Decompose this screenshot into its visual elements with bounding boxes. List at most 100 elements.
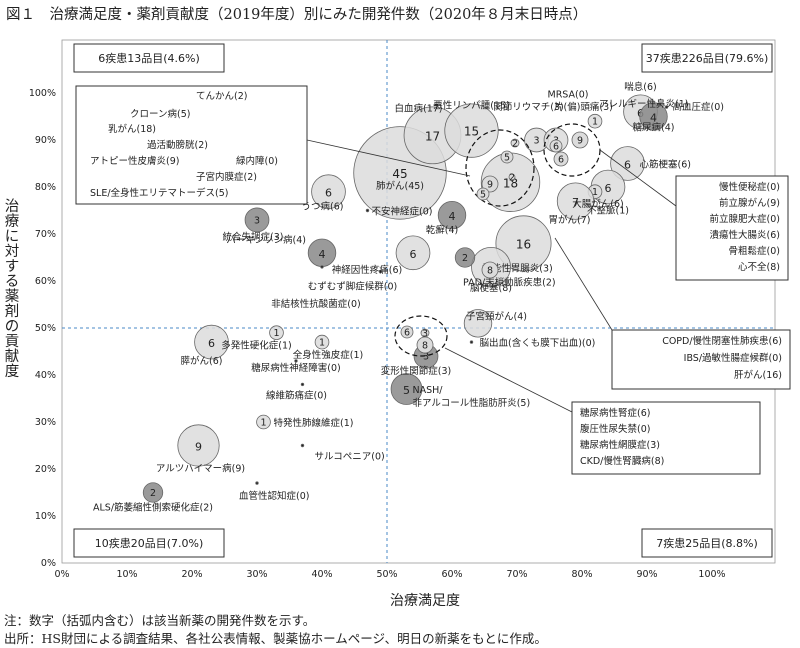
data-point-value: 3	[254, 215, 260, 226]
data-point-value: 4	[319, 248, 326, 261]
cluster-point	[553, 151, 569, 167]
data-point-value: 15	[464, 125, 479, 139]
data-point	[244, 207, 270, 233]
point-label: 不安神経症(0)	[372, 206, 433, 218]
point-label: 大腸がん(6)	[572, 198, 623, 210]
x-tick-label: 60%	[441, 569, 462, 580]
callout-box-diabetes	[571, 401, 761, 475]
data-point-value: 17	[425, 129, 440, 143]
cluster-point-value: 5	[504, 153, 510, 164]
callout-box-top-left	[75, 85, 308, 205]
callout-item: COPD/慢性閉塞性肺疾患(6)	[662, 335, 782, 347]
data-point	[255, 481, 259, 485]
point-label: 子宮頸がん(4)	[466, 310, 527, 322]
quadrant-label-bottom-right: 7疾患25品目(8.8%)	[656, 536, 758, 550]
callout-item: 前立腺肥大症(0)	[710, 213, 780, 225]
cluster-point	[510, 138, 520, 148]
point-label: 糖尿病性神経障害(0)	[251, 362, 340, 374]
point-label: 統合失調症(3)	[223, 231, 284, 243]
callout-item: 緑内障(0)	[236, 155, 278, 167]
callout-item: 乳がん(18)	[108, 123, 156, 135]
cluster-point	[481, 175, 499, 193]
point-label: NASH/	[413, 385, 444, 396]
chart-title: 図１ 治療満足度・薬剤貢献度（2019年度）別にみた開発件数（2020年８月末日…	[6, 7, 588, 23]
x-axis-label: 治療満足度	[390, 593, 460, 609]
callout-item: 子宮内膜症(2)	[196, 171, 257, 183]
data-point-value: 16	[516, 237, 531, 251]
point-label: 心筋梗塞(6)	[640, 159, 691, 171]
point-label: 肺がん(45)	[376, 180, 424, 192]
callout-item: 前立腺がん(9)	[719, 197, 780, 209]
y-tick-label: 80%	[35, 182, 56, 193]
data-point-value: 1	[273, 328, 279, 339]
point-label: パーキンソン病(4)	[226, 234, 306, 246]
cluster-point	[481, 261, 499, 279]
cluster-point-value: 6	[553, 142, 559, 153]
point-label: MRSA(0)	[548, 89, 589, 100]
y-tick-label: 100%	[29, 88, 56, 99]
point-label: 全身性強皮症(1)	[293, 349, 363, 361]
data-point-value: 7	[572, 196, 579, 209]
y-tick-label: 0%	[41, 558, 56, 569]
cluster-point-value: 3	[422, 329, 428, 340]
data-point-value: 6	[208, 337, 215, 350]
callout-leader	[554, 237, 613, 331]
data-point	[437, 200, 467, 230]
footnote: 注：数字（括弧内含む）は該当新薬の開発件数を示す。	[4, 613, 316, 628]
data-point-value: 3	[533, 136, 539, 147]
cluster-point-value: 2	[512, 139, 518, 150]
x-tick-label: 50%	[376, 569, 397, 580]
x-tick-label: 100%	[698, 569, 725, 580]
data-point-value: 6	[605, 182, 612, 195]
data-point	[314, 334, 330, 350]
point-label: サルコペニア(0)	[315, 452, 385, 463]
callout-box-right	[675, 175, 789, 281]
cluster-point-value: 9	[487, 180, 493, 191]
point-label: 不整脈(1)	[587, 205, 629, 217]
y-tick-label: 90%	[35, 135, 56, 146]
data-point	[311, 174, 346, 210]
point-label: 高血圧症(0)	[673, 101, 724, 113]
point-label: PAD/末梢動脈疾患(2)	[463, 277, 556, 289]
quadrant-label-top-left: 6疾患13品目(4.6%)	[98, 51, 200, 65]
data-point	[587, 113, 603, 129]
point-label: 非結核性抗酸菌症(0)	[271, 298, 360, 310]
y-tick-label: 50%	[35, 323, 56, 334]
data-point-value: 18	[503, 176, 518, 190]
y-tick-label: 10%	[35, 511, 56, 522]
cluster-point	[508, 173, 516, 181]
data-point-value: 1	[592, 187, 598, 198]
point-label: 糖尿病(4)	[633, 122, 675, 134]
callout-item: 腹圧性尿失禁(0)	[580, 423, 650, 435]
data-point	[177, 424, 220, 467]
data-point-value: 1	[260, 418, 266, 429]
data-point-value: 9	[195, 441, 202, 454]
callout-item: 慢性便秘症(0)	[719, 181, 780, 193]
data-point-value: 6	[410, 248, 417, 261]
point-label: 特発性肺線維症(1)	[274, 417, 354, 429]
point-label: むずむず脚症候群(0)	[308, 281, 397, 293]
y-tick-label: 30%	[35, 417, 56, 428]
data-point	[664, 105, 669, 109]
data-point	[469, 340, 474, 344]
data-point	[454, 247, 476, 268]
quadrant-label-top-right: 37疾患226品目(79.6%)	[646, 51, 769, 65]
point-label: ALS/筋萎縮性側索硬化症(2)	[93, 502, 213, 514]
point-label: 脳梗塞(8)	[470, 282, 512, 294]
data-point	[556, 182, 595, 220]
point-label: 白血病(17)	[394, 102, 442, 114]
data-point	[320, 265, 324, 269]
x-tick-label: 20%	[181, 569, 202, 580]
quadrant-label-bottom-right-box	[641, 528, 773, 558]
point-label: 多発性硬化症(1)	[221, 340, 291, 352]
callout-item: SLE/全身性エリテマトーデス(5)	[90, 187, 228, 199]
data-point	[256, 414, 271, 430]
y-axis-label: 治療に対する薬剤の貢献度	[4, 199, 20, 380]
x-tick-label: 40%	[311, 569, 332, 580]
data-point-value: 4	[449, 210, 456, 223]
point-label: 喘息(6)	[624, 81, 656, 93]
data-point-value: 45	[392, 167, 407, 181]
cluster-point-value: 9	[577, 136, 583, 147]
source-note: 出所：HS財団による調査結果、各社公表情報、製薬協ホームページ、明日の新薬をもと…	[4, 631, 547, 646]
